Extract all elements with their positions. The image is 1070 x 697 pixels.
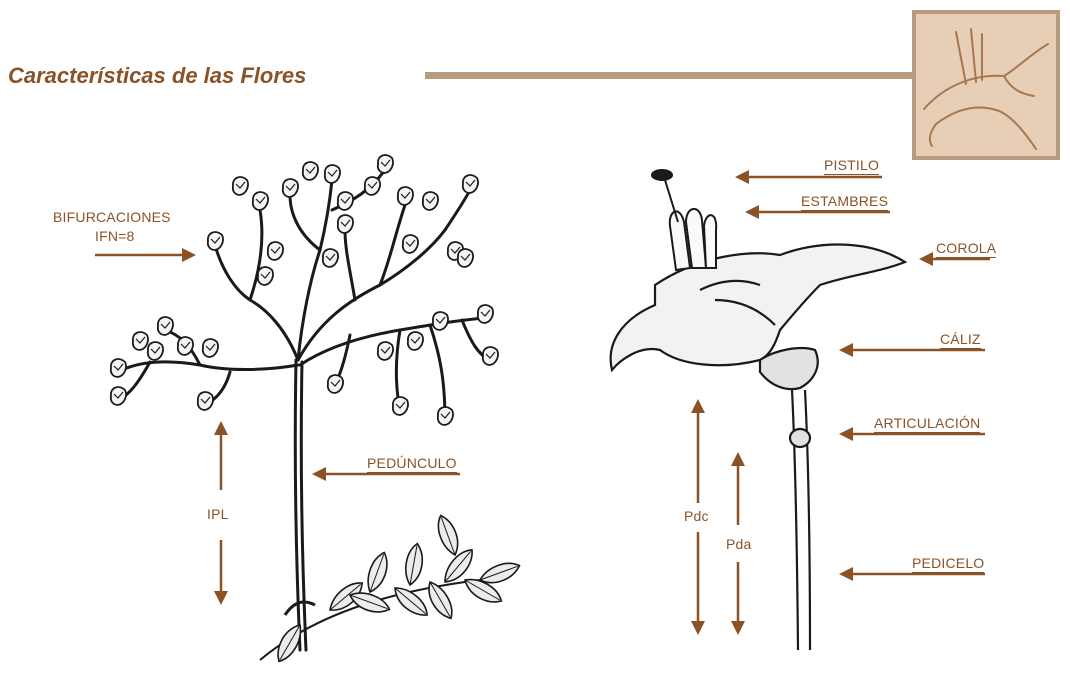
label-articulacion: ARTICULACIÓN [874,415,980,433]
inflorescence-drawing [118,170,490,650]
label-pda: Pda [726,536,752,552]
stamens [652,170,716,270]
label-arrows [95,170,990,635]
label-ifn: IFN=8 [95,228,135,244]
label-bifurcaciones: BIFURCACIONES [53,209,171,225]
label-pedicelo: PEDICELO [912,555,984,573]
label-pistilo: PISTILO [824,157,879,175]
label-pedunculo: PEDÚNCULO [367,455,457,473]
label-corola: COROLA [936,240,996,258]
flower-drawing [611,245,905,650]
label-pdc: Pdc [684,508,709,524]
leaves [272,513,522,665]
label-estambres: ESTAMBRES [801,193,888,211]
label-ipl: IPL [207,506,229,522]
label-caliz: CÁLIZ [940,331,981,349]
inflorescence-buds [111,155,498,425]
